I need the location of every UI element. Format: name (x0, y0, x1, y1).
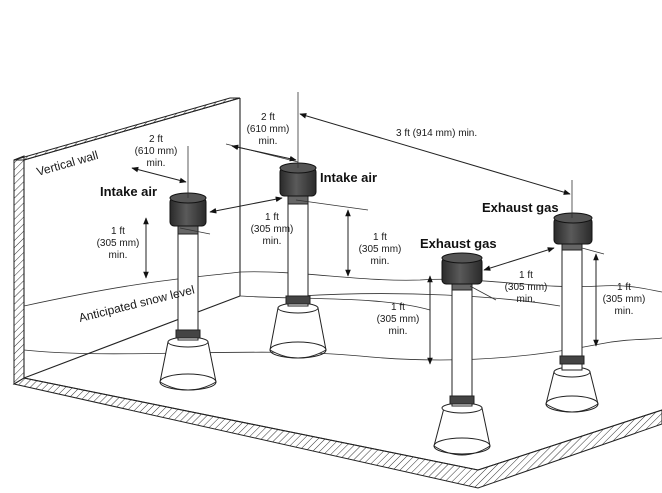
svg-text:(610 mm): (610 mm) (247, 124, 290, 135)
svg-text:1 ft: 1 ft (111, 226, 125, 237)
reference-lines (179, 92, 605, 301)
svg-text:(305 mm): (305 mm) (359, 244, 402, 255)
svg-text:(305 mm): (305 mm) (97, 238, 140, 249)
exhaust-gas-pipe-1 (433, 252, 491, 456)
pipe-base-4 (545, 371, 599, 413)
intake-air-pipe-2 (269, 162, 327, 359)
dim-label-exhaust1-height: 1 ft (305 mm) min. (377, 302, 420, 337)
svg-text:min.: min. (147, 158, 166, 169)
svg-text:min.: min. (389, 326, 408, 337)
wall-hatch-left (13, 155, 25, 385)
svg-text:(305 mm): (305 mm) (505, 282, 548, 293)
intake-air-label-1: Intake air (100, 184, 157, 199)
svg-text:1 ft: 1 ft (391, 302, 405, 313)
svg-text:(610 mm): (610 mm) (135, 146, 178, 157)
dim-label-intake1-height: 1 ft (305 mm) min. (97, 226, 140, 261)
intake-air-pipe-1 (159, 192, 217, 391)
svg-text:1 ft: 1 ft (373, 232, 387, 243)
dim-label-intake-exhaust: 3 ft (914 mm) min. (396, 128, 477, 139)
svg-text:1 ft: 1 ft (519, 270, 533, 281)
pipe-base-2 (269, 307, 327, 359)
svg-text:min.: min. (109, 250, 128, 261)
dim-label-wall-intake2: 2 ft (610 mm) min. (247, 112, 290, 147)
dim-label-wall-intake1: 2 ft (610 mm) min. (135, 134, 178, 169)
intake-air-label-2: Intake air (320, 170, 377, 185)
pipe-base-3 (433, 407, 491, 456)
dim-label-exhaust1-exhaust2: 1 ft (305 mm) min. (505, 270, 548, 305)
svg-text:2 ft: 2 ft (261, 112, 275, 123)
structure (12, 97, 662, 489)
svg-text:min.: min. (259, 136, 278, 147)
svg-text:1 ft: 1 ft (265, 212, 279, 223)
svg-text:1 ft: 1 ft (617, 282, 631, 293)
svg-text:(305 mm): (305 mm) (377, 314, 420, 325)
exhaust-gas-pipe-2 (545, 212, 599, 413)
exhaust-gas-label-1: Exhaust gas (420, 236, 497, 251)
svg-text:min.: min. (517, 294, 536, 305)
svg-text:min.: min. (371, 256, 390, 267)
dim-label-exhaust2-height: 1 ft (305 mm) min. (603, 282, 646, 317)
exhaust-gas-label-2: Exhaust gas (482, 200, 559, 215)
dimension-arrows (131, 113, 599, 365)
svg-text:min.: min. (615, 306, 634, 317)
dim-label-intake2-height: 1 ft (305 mm) min. (359, 232, 402, 267)
svg-text:(305 mm): (305 mm) (251, 224, 294, 235)
svg-text:(305 mm): (305 mm) (603, 294, 646, 305)
pipe-base-1 (159, 341, 217, 391)
svg-text:2 ft: 2 ft (149, 134, 163, 145)
dim-label-intake1-intake2: 1 ft (305 mm) min. (251, 212, 294, 247)
svg-text:min.: min. (263, 236, 282, 247)
